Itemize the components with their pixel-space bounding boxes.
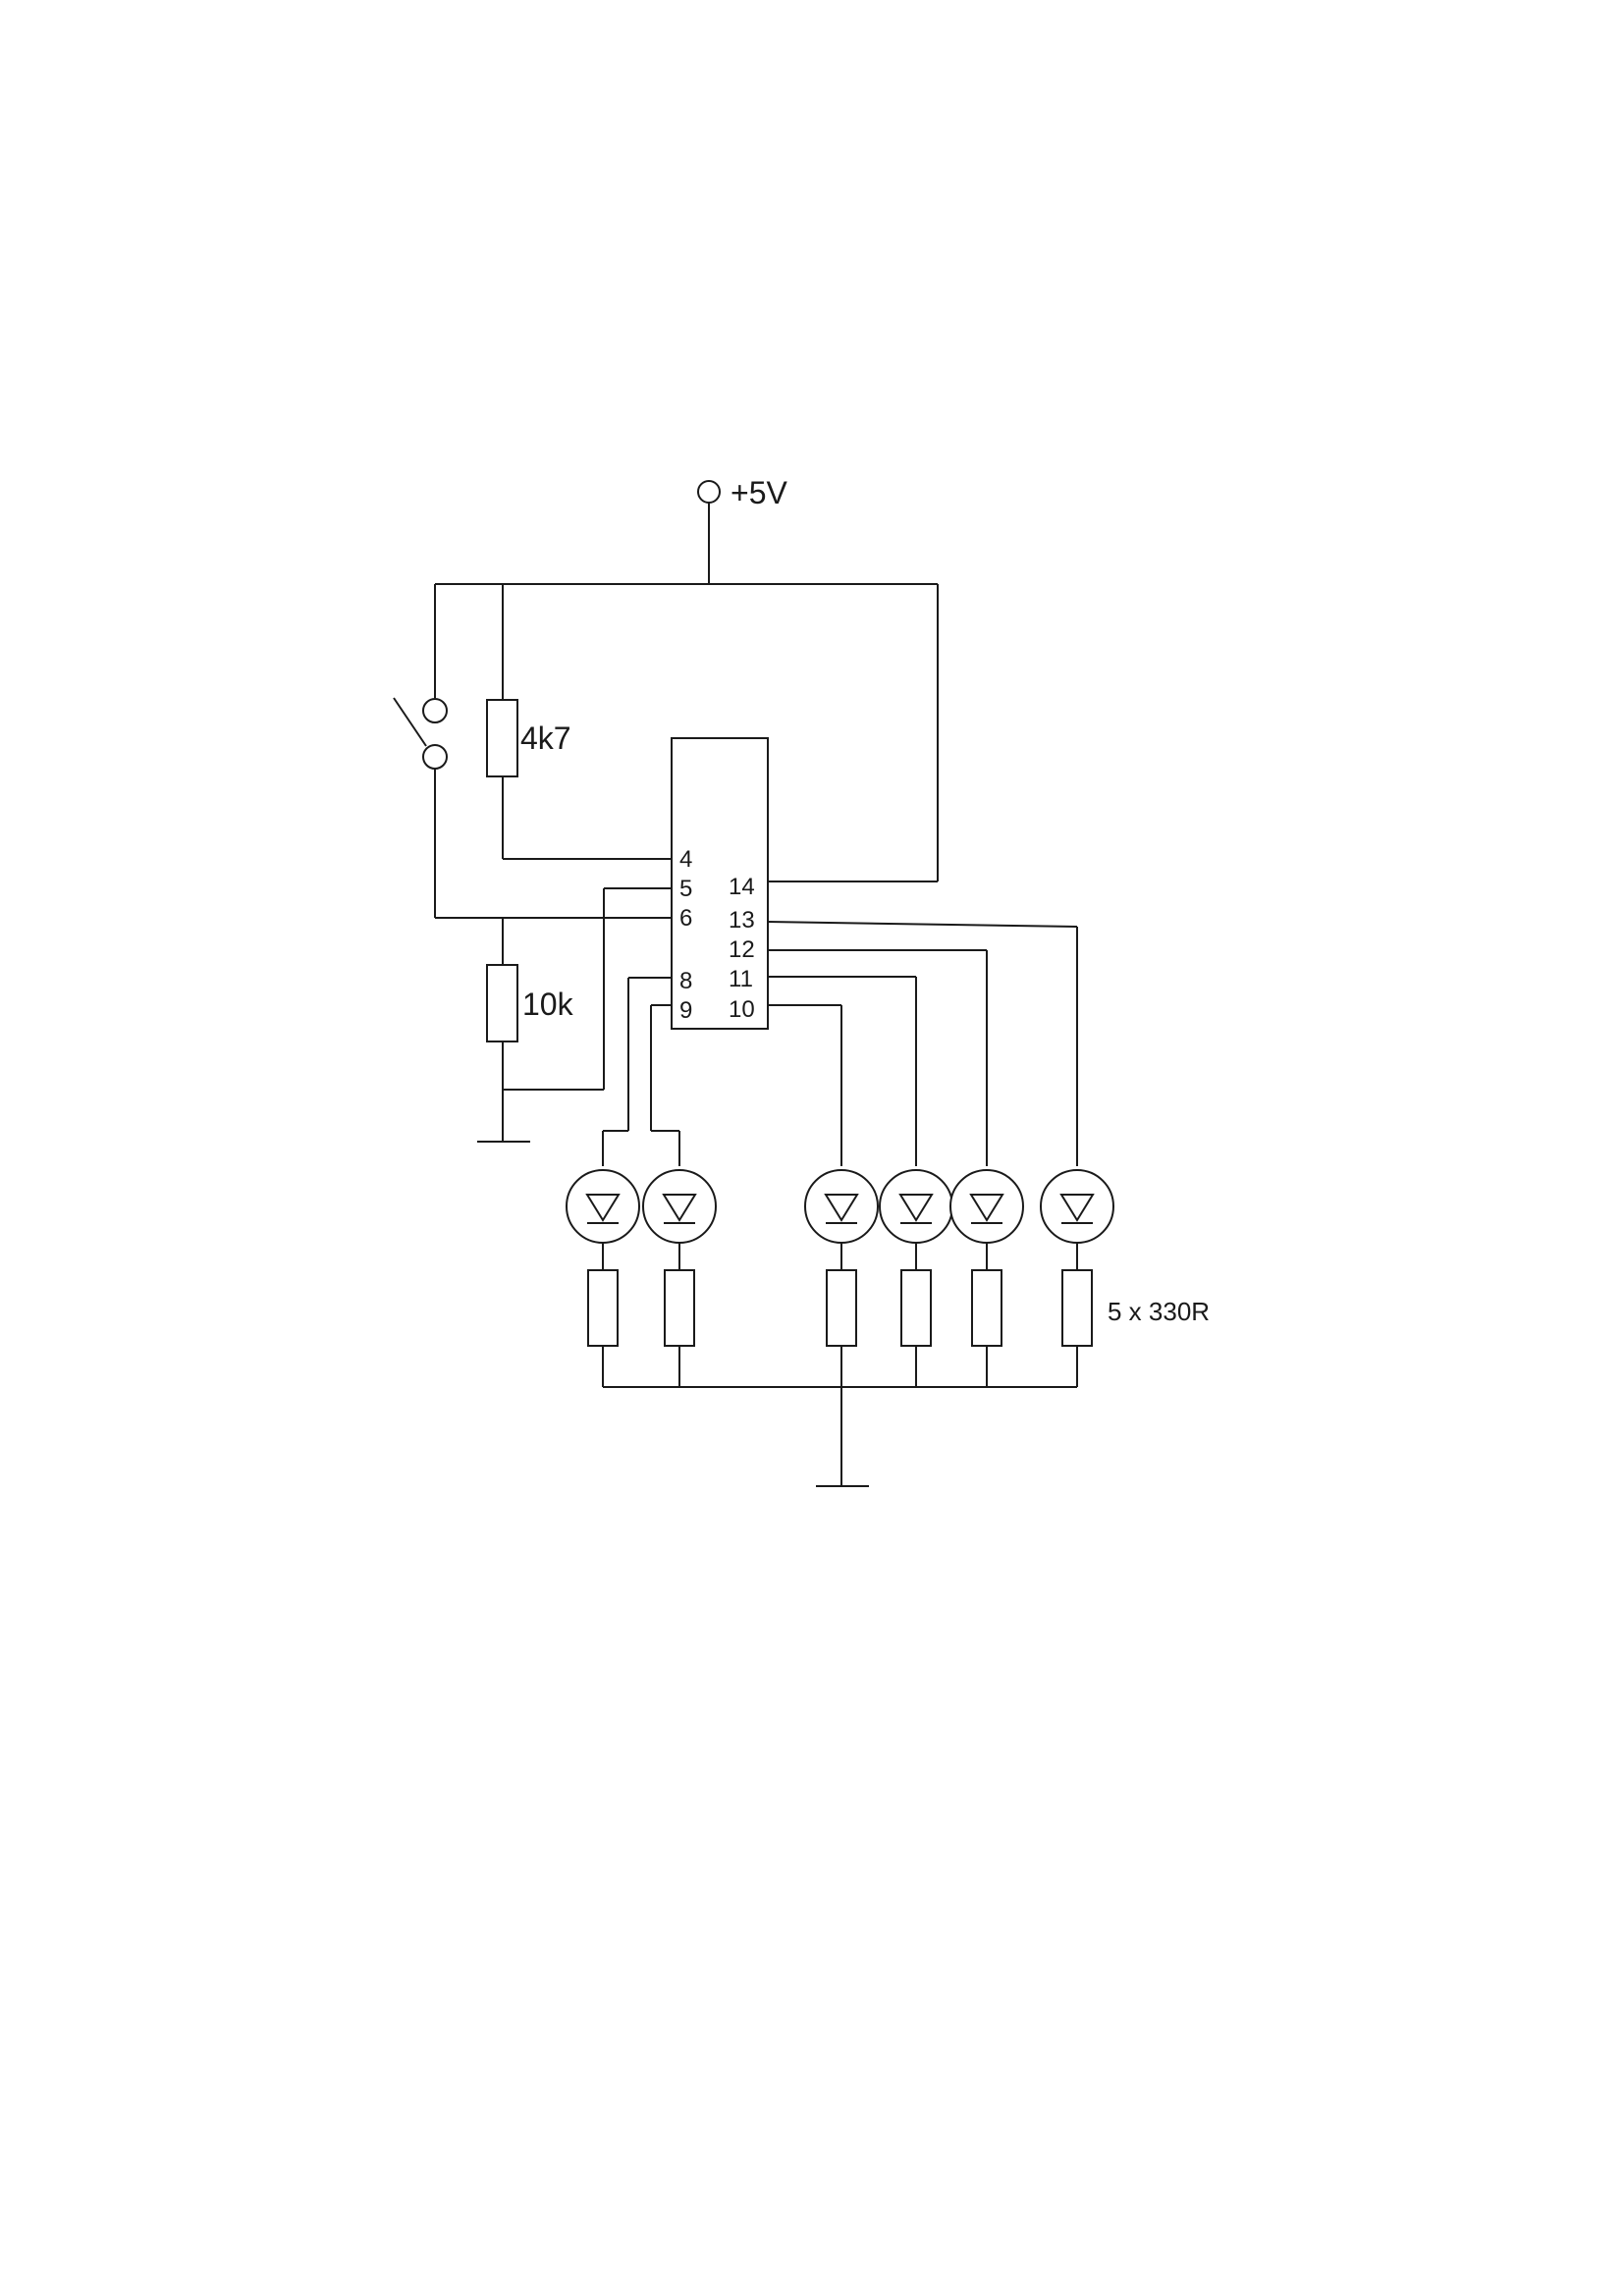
supply-label: +5V	[731, 475, 787, 510]
ic-pin-4: 4	[679, 846, 692, 873]
led-column	[879, 1169, 953, 1387]
pullup-label: 4k7	[520, 721, 571, 756]
led-column	[1040, 1169, 1114, 1387]
ic-pin-6: 6	[679, 905, 692, 932]
led-series-resistor	[664, 1269, 695, 1347]
led-ground-rail	[603, 1386, 1077, 1486]
led-series-resistor	[971, 1269, 1002, 1347]
pushbutton-switch-icon	[393, 584, 672, 919]
led-diode-icon	[566, 1169, 640, 1244]
ic-pin-9: 9	[679, 997, 692, 1024]
led-diode-icon	[804, 1169, 879, 1244]
led-column	[566, 1169, 640, 1387]
led-column	[804, 1169, 879, 1387]
ic-pin-10: 10	[729, 996, 755, 1023]
led-diode-icon	[949, 1169, 1024, 1244]
ic-pin-11: 11	[729, 966, 753, 992]
pin-8-9-wiring	[602, 977, 680, 1166]
led-diode-icon	[1040, 1169, 1114, 1244]
led-series-resistor	[587, 1269, 619, 1347]
led-column	[642, 1169, 717, 1387]
led-series-resistor	[900, 1269, 932, 1347]
ic-pin-12: 12	[729, 936, 755, 963]
led-series-resistor	[826, 1269, 857, 1347]
ic-pin-5: 5	[679, 876, 692, 902]
led-diode-icon	[642, 1169, 717, 1244]
pulldown-label: 10k	[522, 987, 574, 1022]
ic-pin-13: 13	[729, 907, 755, 934]
pulldown-resistor	[486, 887, 672, 1142]
pin-10-13-wiring	[767, 921, 1078, 1166]
ic-chip	[671, 737, 769, 1030]
led-resistor-label: 5 x 330R	[1108, 1297, 1210, 1326]
ic-pin-14: 14	[729, 874, 755, 900]
led-column	[949, 1169, 1024, 1387]
ic-pin-8: 8	[679, 968, 692, 994]
supply-rail	[435, 583, 939, 882]
led-series-resistor	[1061, 1269, 1093, 1347]
led-array	[566, 1169, 1114, 1387]
led-diode-icon	[879, 1169, 953, 1244]
supply-terminal	[697, 480, 721, 584]
pullup-resistor	[486, 584, 672, 860]
